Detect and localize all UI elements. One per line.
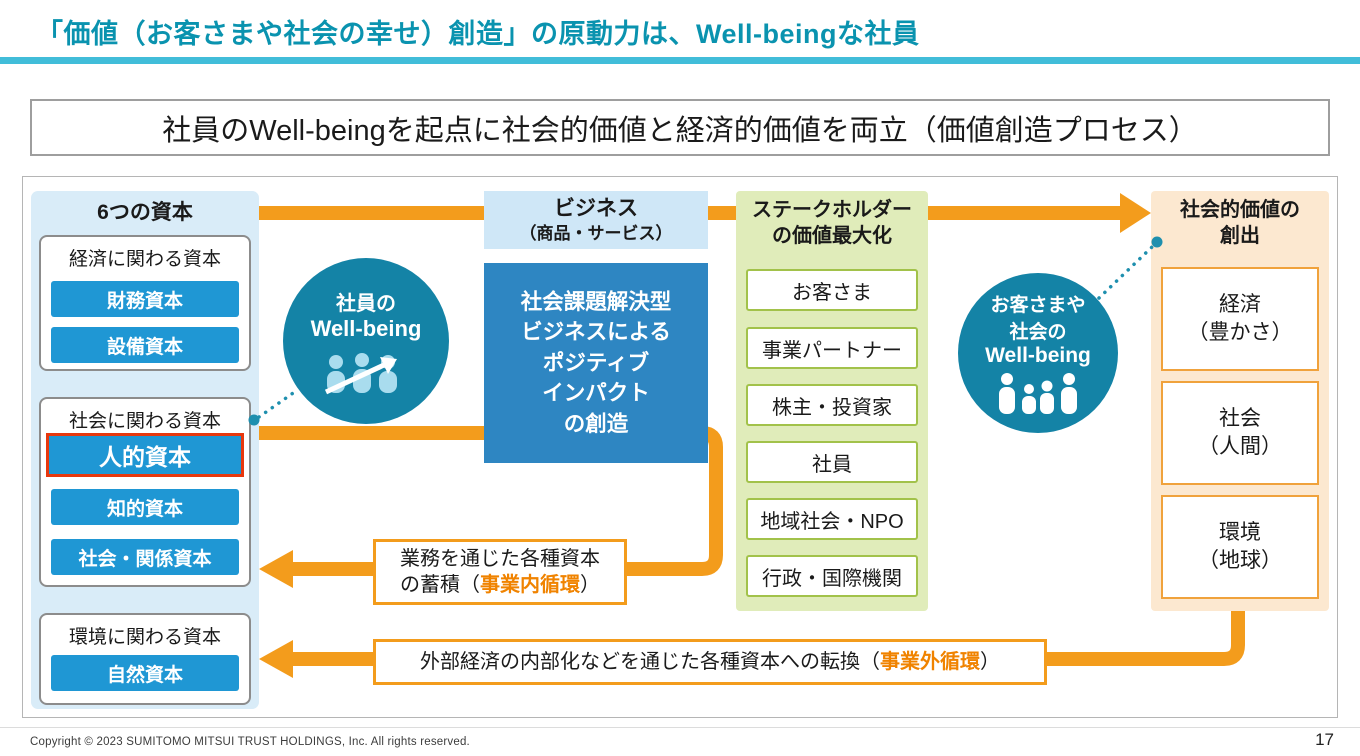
stakeholder-item-business-partners: 事業パートナー <box>746 327 918 369</box>
stakeholder-header-line1: ステークホルダー <box>752 199 912 221</box>
capital-item-financial: 財務資本 <box>51 281 239 317</box>
business-impact-line-3: ポジティブ <box>542 350 650 375</box>
arrowhead-to-social-value <box>1120 193 1151 233</box>
stakeholder-item-local-community-npo: 地域社会・NPO <box>746 498 918 540</box>
external-loop-post: ） <box>980 651 1000 673</box>
social-value-economy-line2: （豊かさ） <box>1187 321 1293 344</box>
subtitle-banner: 社員のWell-beingを起点に社会的価値と経済的価値を両立（価値創造プロセス… <box>30 99 1330 156</box>
capital-item-intellectual: 知的資本 <box>51 489 239 525</box>
social-value-environment-line1: 環境 <box>1219 520 1261 544</box>
stakeholder-item-shareholders-investors: 株主・投資家 <box>746 384 918 426</box>
family-icon <box>999 373 1077 414</box>
stakeholder-item-government-international: 行政・国際機関 <box>746 555 918 597</box>
capital-item-social-relationship: 社会・関係資本 <box>51 539 239 575</box>
internal-loop-arrowhead <box>259 550 293 588</box>
social-value-header-line1: 社会的価値の <box>1180 199 1300 221</box>
business-impact-line-5: の創造 <box>563 411 629 436</box>
business-impact-line-4: インパクト <box>542 381 650 406</box>
internal-loop-line1: 業務を通じた各種資本 <box>400 548 600 570</box>
external-loop-pre: 外部経済の内部化などを通じた各種資本への転換（ <box>420 651 880 673</box>
external-loop-text: 外部経済の内部化などを通じた各種資本への転換（事業外循環） <box>420 649 1000 675</box>
value-creation-diagram: 6つの資本 経済に関わる資本 財務資本 設備資本 社会に関わる資本 人的資本 知… <box>22 176 1338 718</box>
business-header: ビジネス （商品・サービス） <box>484 191 708 249</box>
business-header-line2: （商品・サービス） <box>519 223 673 243</box>
social-value-header-line2: 創出 <box>1220 225 1260 247</box>
customer-circle-line2: 社会の <box>1009 322 1067 343</box>
business-impact-line-2: ビジネスによる <box>521 320 671 345</box>
stakeholder-header: ステークホルダー の価値最大化 <box>736 197 928 249</box>
external-loop-highlight: 事業外循環 <box>880 651 980 673</box>
stakeholder-header-line2: の価値最大化 <box>772 225 892 247</box>
external-loop-box: 外部経済の内部化などを通じた各種資本への転換（事業外循環） <box>373 639 1047 685</box>
social-value-header: 社会的価値の 創出 <box>1151 197 1329 249</box>
flow-bar-capitals-to-business <box>259 206 484 220</box>
social-capitals-label: 社会に関わる資本 <box>68 411 221 432</box>
capital-item-equipment: 設備資本 <box>51 327 239 363</box>
employee-circle-line2: Well-being <box>310 316 422 341</box>
business-impact-box: 社会課題解決型 ビジネスによる ポジティブ インパクト の創造 <box>484 263 708 463</box>
business-impact-line-1: 社会課題解決型 <box>520 289 672 314</box>
people-growth-icon <box>324 353 397 395</box>
social-value-item-society: 社会 （人間） <box>1161 381 1319 485</box>
social-value-economy-line1: 経済 <box>1219 292 1261 316</box>
capital-item-human-highlighted: 人的資本 <box>46 433 244 477</box>
social-value-environment-line2: （地球） <box>1198 549 1282 572</box>
capital-item-natural: 自然資本 <box>51 655 239 691</box>
dotted-link-capitals-to-employee-circle <box>257 389 298 419</box>
internal-loop-highlight: 事業内循環 <box>480 574 580 596</box>
copyright-text: Copyright © 2023 SUMITOMO MITSUI TRUST H… <box>30 736 470 748</box>
flow-bar-business-to-stakeholders <box>708 206 736 220</box>
social-value-item-economy: 経済 （豊かさ） <box>1161 267 1319 371</box>
employee-wellbeing-circle: 社員の Well-being <box>283 258 449 424</box>
dotted-link-circle-to-social-value <box>1097 245 1154 300</box>
social-value-society-line2: （人間） <box>1198 435 1282 458</box>
social-value-item-environment: 環境 （地球） <box>1161 495 1319 599</box>
social-value-society-line1: 社会 <box>1219 406 1261 430</box>
footer-divider <box>0 727 1360 728</box>
page-number: 17 <box>1315 730 1334 749</box>
economic-capitals-label: 経済に関わる資本 <box>68 249 221 270</box>
customer-circle-line1: お客さまや <box>990 295 1086 316</box>
capitals-header: 6つの資本 <box>97 201 193 224</box>
subtitle-text: 社員のWell-beingを起点に社会的価値と経済的価値を両立（価値創造プロセス… <box>162 114 1198 147</box>
stakeholder-item-customers: お客さま <box>746 269 918 311</box>
environmental-capitals-label: 環境に関わる資本 <box>68 627 221 648</box>
customer-circle-line3: Well-being <box>985 344 1091 367</box>
internal-loop-box: 業務を通じた各種資本 の蓄積（事業内循環） <box>373 539 627 605</box>
external-loop-arrowhead <box>259 640 293 678</box>
stakeholder-item-employees: 社員 <box>746 441 918 483</box>
internal-loop-line2-pre: の蓄積（ <box>400 574 480 596</box>
internal-loop-line2-post: ） <box>580 574 600 596</box>
customer-wellbeing-circle: お客さまや 社会の Well-being <box>958 273 1118 433</box>
internal-loop-line2: の蓄積（事業内循環） <box>400 572 600 598</box>
flow-bar-stakeholders-to-social-value <box>928 206 1120 220</box>
page-title: 「価値（お客さまや社会の幸せ）創造」の原動力は、Well-beingな社員 <box>36 19 920 49</box>
business-header-line1: ビジネス <box>554 197 638 221</box>
employee-circle-line1: 社員の <box>336 293 396 315</box>
title-underline-bar <box>0 57 1360 64</box>
